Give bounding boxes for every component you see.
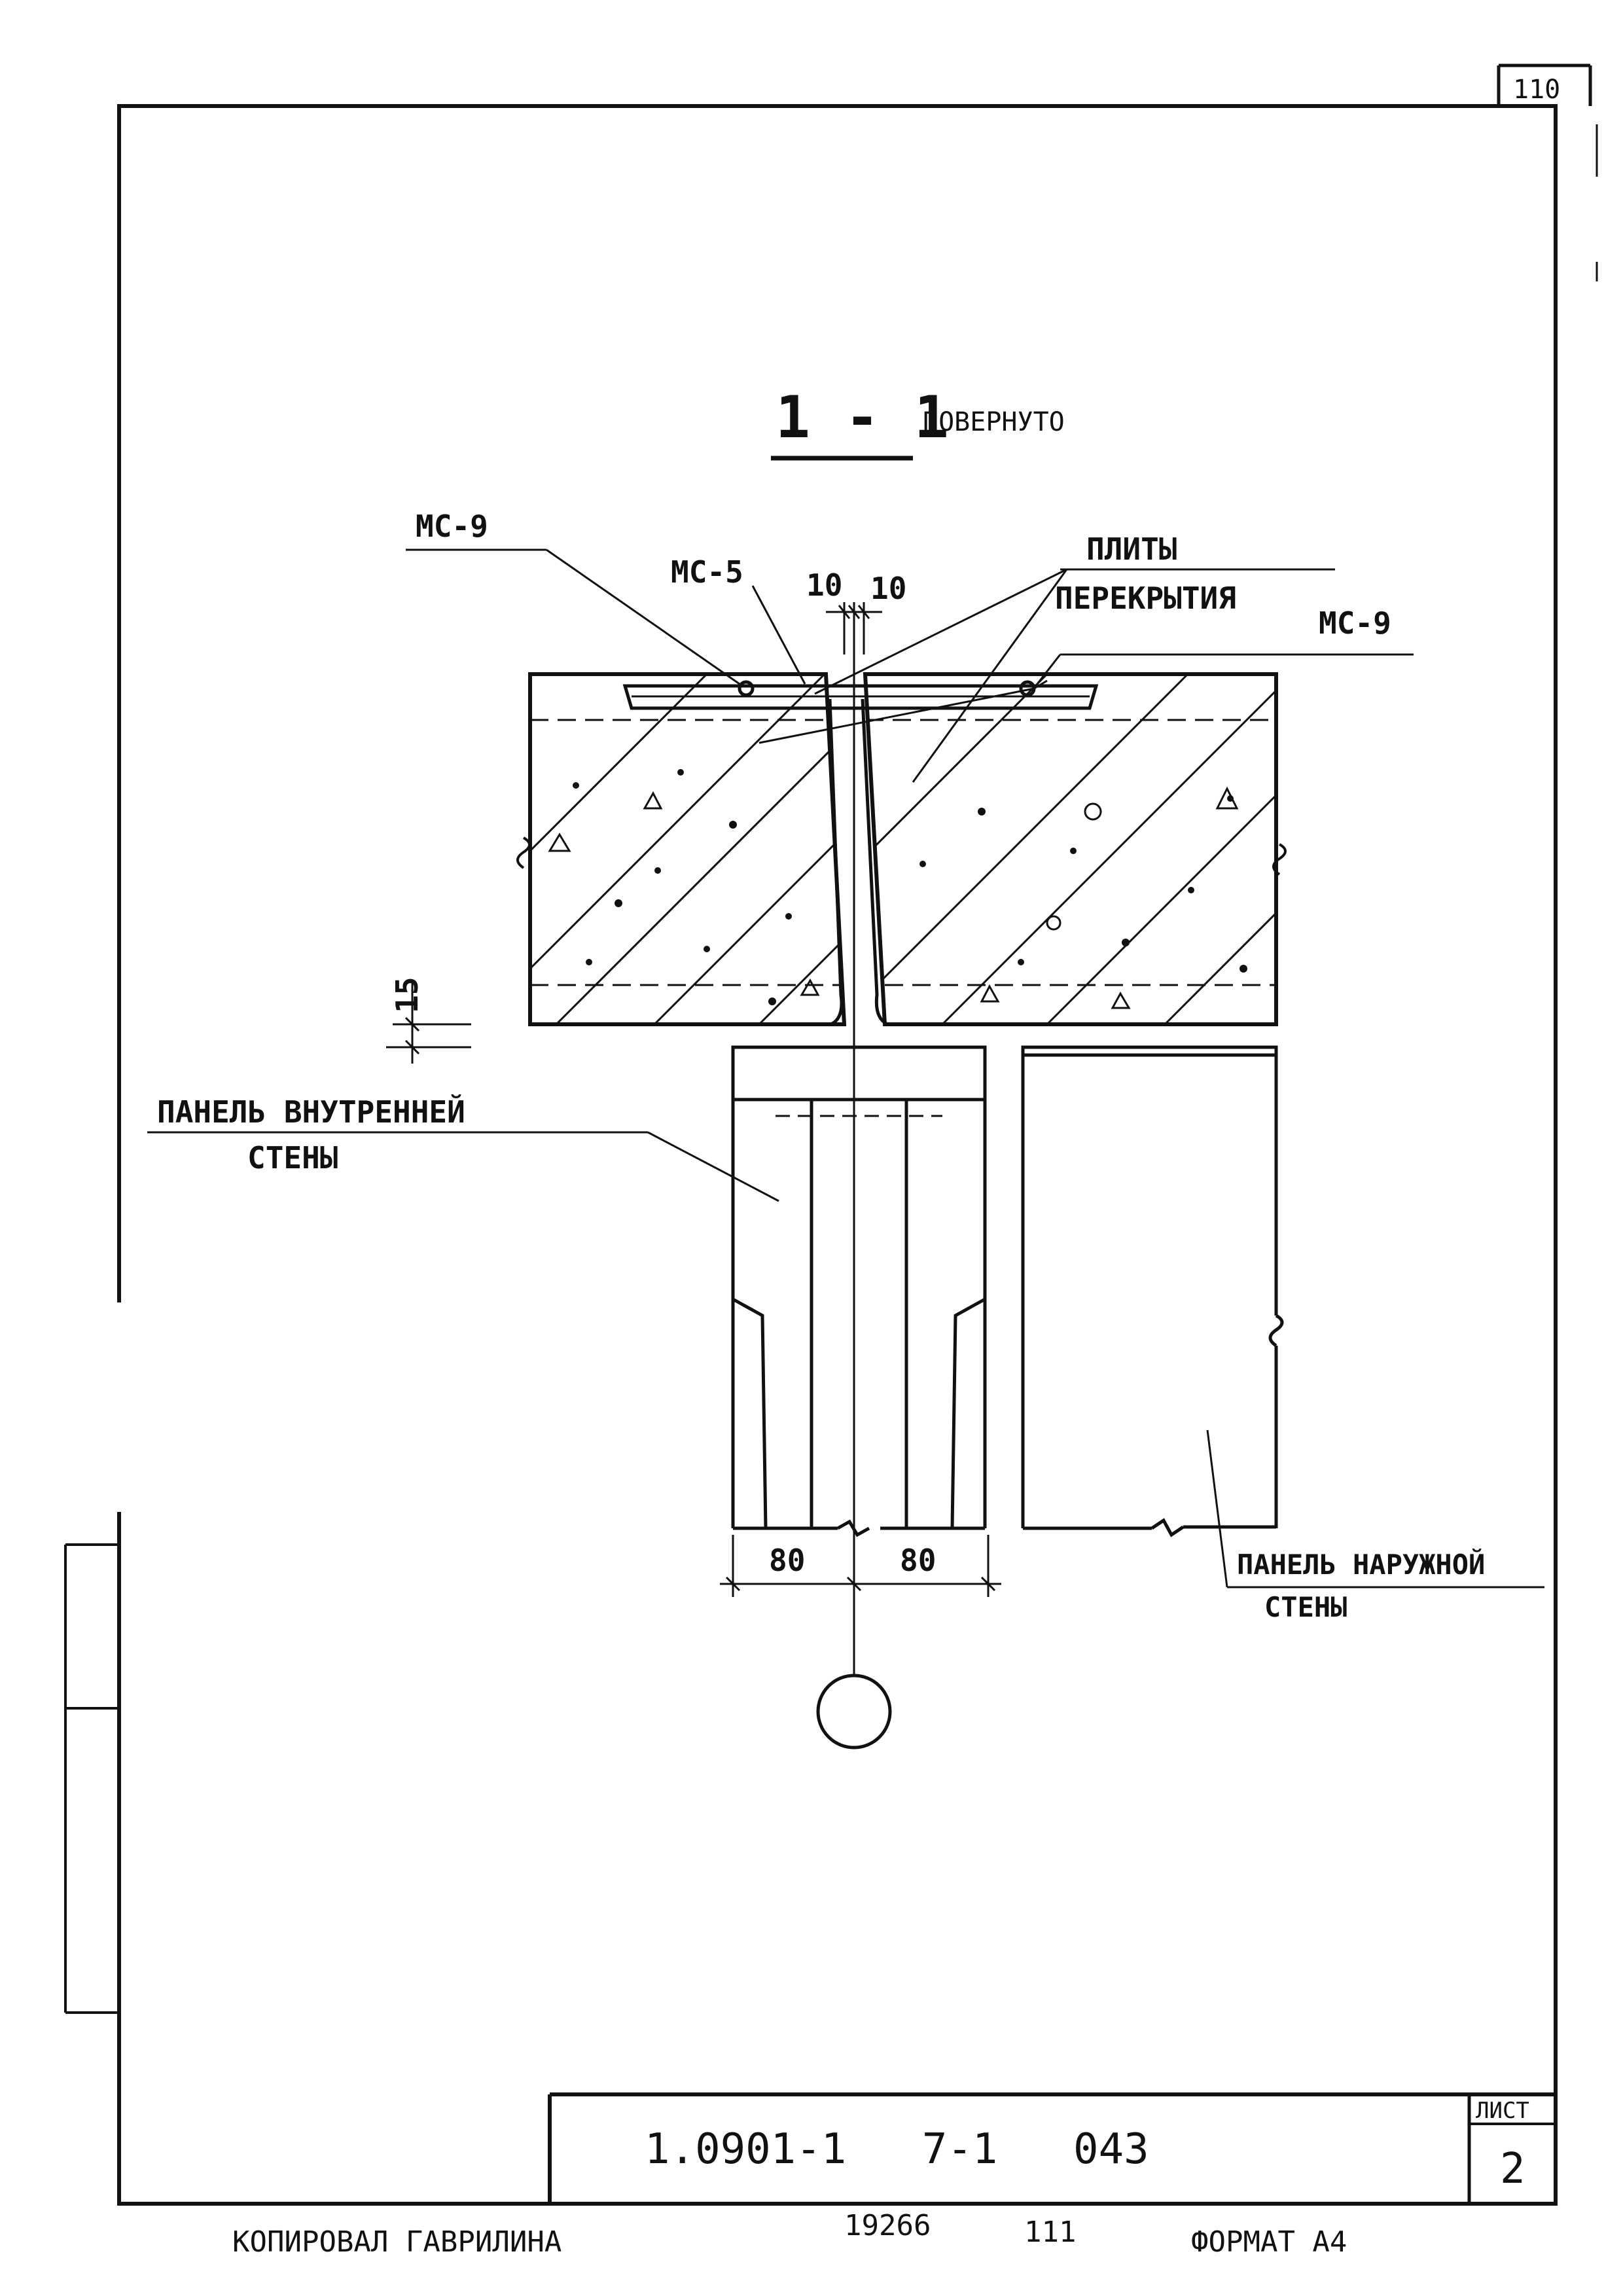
corner-number: 110 [1513, 75, 1560, 105]
dimension-15 [386, 982, 471, 1064]
dimension-10-right: 10 [870, 571, 906, 606]
title-block-sheet-number: 2 [1500, 2145, 1525, 2193]
footer-copied-by: Копировал Гаврилина [232, 2225, 562, 2259]
title-block [548, 2092, 1556, 2204]
label-slabs-line1: плиты [1086, 531, 1177, 567]
floor-slab-right [863, 672, 1278, 1026]
dimension-10-left: 10 [806, 567, 842, 603]
section-title: 1 - 1 повернуто [771, 384, 1065, 461]
label-inner-panel-line2: стены [247, 1140, 338, 1175]
section-title-subtitle: повернуто [923, 407, 1065, 437]
sheet-frame [64, 63, 1598, 2206]
label-outer-panel-line1: панель наружной [1237, 1548, 1485, 1581]
footer-part: 111 [1024, 2215, 1076, 2249]
dimension-10-10 [826, 602, 882, 655]
axis-marker-circle [816, 1674, 892, 1749]
leader-lines [147, 548, 1544, 1588]
embedded-plate-mc5 [622, 680, 1099, 710]
slab-joint [828, 698, 889, 1026]
mc9-weld-left [738, 680, 755, 697]
label-outer-panel-line2: стены [1264, 1591, 1347, 1623]
label-mc9-left: МС-9 [416, 509, 488, 544]
label-inner-panel-line1: панель внутренней [157, 1094, 465, 1130]
label-mc9-right: МС-9 [1319, 605, 1391, 641]
outer-wall-panel [1021, 1045, 1284, 1537]
section-title-number: 1 - 1 [776, 384, 949, 451]
dimension-80-left: 80 [769, 1543, 805, 1578]
title-block-sheet-label: лист [1476, 2098, 1529, 2124]
dimension-15-value: 15 [389, 977, 425, 1013]
footer-order-number: 19266 [844, 2209, 931, 2242]
dimension-80-right: 80 [900, 1543, 936, 1578]
title-block-code: 1.0901-1 7-1 043 [645, 2125, 1149, 2174]
slab-break-marks [516, 836, 1287, 876]
inner-wall-panel [731, 1045, 987, 1537]
dimension-80-80 [720, 1535, 1001, 1597]
footer-format: Формат А4 [1191, 2225, 1347, 2259]
label-mc5: МС-5 [671, 554, 743, 590]
floor-slab-left [528, 672, 847, 1026]
axis-line [816, 602, 892, 1749]
label-slabs-line2: перекрытия [1055, 581, 1236, 616]
